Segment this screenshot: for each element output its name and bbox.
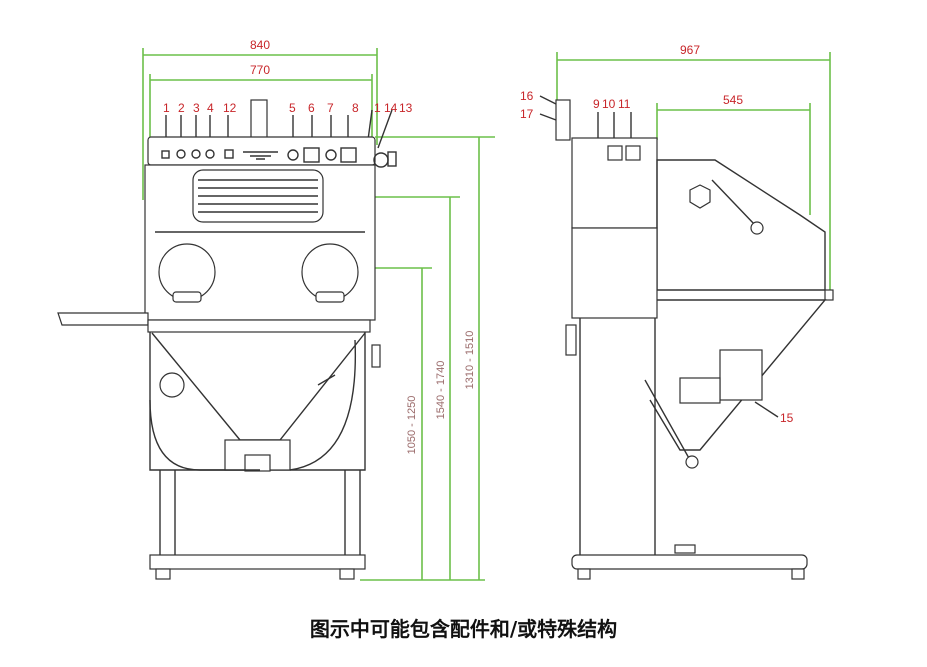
part-label-3: 3 [193,101,200,115]
dim-840: 840 [250,38,270,52]
dim-1540-1740: 1540 - 1740 [435,361,447,420]
part-label-17: 17 [520,107,534,121]
part-label-13: 13 [399,101,413,115]
part-label-14: 14 [384,101,398,115]
part-label-16: 16 [520,89,534,103]
part-label-9: 9 [593,97,600,111]
part-label-15: 15 [780,411,794,425]
part-label-2: 2 [178,101,185,115]
part-label-4: 4 [207,101,214,115]
dim-770: 770 [250,63,270,77]
part-label-10: 10 [602,97,616,111]
caption: 图示中可能包含配件和/或特殊结构 [309,617,618,641]
part-label-1: 1 [163,101,170,115]
part-label-11: 11 [618,97,631,111]
part-label-8: 8 [352,101,359,115]
part-label-12: 12 [223,101,237,115]
front-view: 840 770 1050 - 1250 1540 - 1740 1310 - 1… [57,38,495,581]
part-label-7: 7 [327,101,334,115]
part-label-6: 6 [308,101,315,115]
side-view: 967 545 16 17 9 10 11 15 [520,43,834,580]
dim-967: 967 [680,43,700,57]
dim-1310-1510: 1310 - 1510 [464,331,476,390]
part-label-1b: 1 [374,101,381,115]
dim-545: 545 [723,93,743,107]
part-label-5: 5 [289,101,296,115]
dim-1050-1250: 1050 - 1250 [406,396,418,455]
